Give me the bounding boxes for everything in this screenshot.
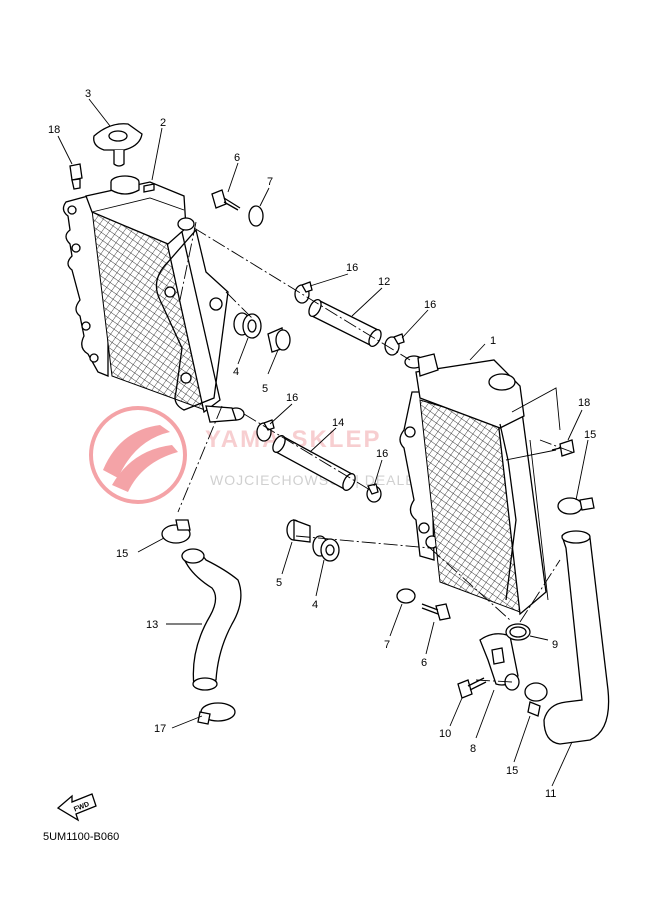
callout-6-lower: 6 xyxy=(421,657,427,669)
bolt-6-lower xyxy=(421,603,451,621)
washer-7-lower xyxy=(396,588,416,604)
clamp-16-a xyxy=(294,281,313,304)
callout-10: 10 xyxy=(439,728,451,740)
hose-14 xyxy=(272,435,356,491)
clamp-16-d xyxy=(366,483,382,503)
clamp-15-c xyxy=(524,682,548,717)
callout-16-c: 16 xyxy=(286,392,298,404)
callout-14: 14 xyxy=(332,417,344,429)
left-mount-hole xyxy=(209,297,223,311)
callout-8: 8 xyxy=(470,743,476,755)
callout-15-right: 15 xyxy=(584,429,596,441)
callout-18-left: 18 xyxy=(48,124,60,136)
right-filler-boss xyxy=(488,373,516,391)
callout-15-bottom: 15 xyxy=(506,765,518,777)
fwd-arrow-icon: FWD xyxy=(56,793,97,822)
assembly-lines xyxy=(177,221,573,683)
left-radiator xyxy=(62,175,245,423)
clamp-16-b xyxy=(384,333,405,356)
callouts: 1 2 3 4 4 5 5 6 6 7 7 8 9 10 11 12 13 14… xyxy=(48,88,596,800)
leader-lines xyxy=(57,98,589,787)
hose-12 xyxy=(308,299,382,347)
bolt-18-right xyxy=(551,439,575,457)
callout-2: 2 xyxy=(160,117,166,129)
bracket-hole xyxy=(81,321,91,331)
fitting-8 xyxy=(479,633,520,691)
clamp-15-a xyxy=(161,519,191,544)
bolt-6-upper xyxy=(211,189,241,211)
callout-5-lower: 5 xyxy=(276,577,282,589)
left-radiator-guard xyxy=(155,228,229,411)
overflow-nipple xyxy=(143,183,155,193)
clamp-15-b xyxy=(557,497,595,515)
left-mount-hole xyxy=(180,372,192,384)
bolt-10 xyxy=(457,677,487,699)
callout-7-upper: 7 xyxy=(267,176,273,188)
callout-11: 11 xyxy=(545,788,556,800)
watermark-logo-icon xyxy=(89,406,187,504)
radiator-cap xyxy=(93,123,143,167)
collar-5-upper xyxy=(267,327,291,353)
callout-9: 9 xyxy=(552,639,558,651)
callout-7-lower: 7 xyxy=(384,639,390,651)
hose-11 xyxy=(543,530,610,745)
callout-18-right: 18 xyxy=(578,397,590,409)
callout-4-lower: 4 xyxy=(312,599,318,611)
callout-15-left: 15 xyxy=(116,548,128,560)
callout-1: 1 xyxy=(490,335,496,347)
left-upper-outlet xyxy=(177,217,195,231)
callout-3: 3 xyxy=(85,88,91,100)
callout-16-d: 16 xyxy=(376,448,388,460)
bolt-18-left xyxy=(69,163,83,190)
bracket-hole xyxy=(67,205,77,215)
grommet-4-lower xyxy=(312,535,340,562)
bracket-hole xyxy=(71,243,81,253)
clamp-17 xyxy=(197,702,236,725)
collar-5-lower xyxy=(286,519,311,543)
callout-12: 12 xyxy=(378,276,390,288)
callout-17: 17 xyxy=(154,723,166,735)
diagram-code: 5UM1100-B060 xyxy=(43,831,119,843)
callout-4-upper: 4 xyxy=(233,366,239,378)
hose-13 xyxy=(181,548,242,691)
bracket-hole xyxy=(89,353,99,363)
callout-16-b: 16 xyxy=(424,299,436,311)
left-mount-hole xyxy=(164,286,176,298)
callout-6-upper: 6 xyxy=(234,152,240,164)
grommet-4-upper xyxy=(233,312,262,339)
callout-13: 13 xyxy=(146,619,158,631)
callout-5-upper: 5 xyxy=(262,383,268,395)
washer-7-upper xyxy=(248,205,264,227)
right-radiator xyxy=(399,353,561,616)
callout-16-a: 16 xyxy=(346,262,358,274)
